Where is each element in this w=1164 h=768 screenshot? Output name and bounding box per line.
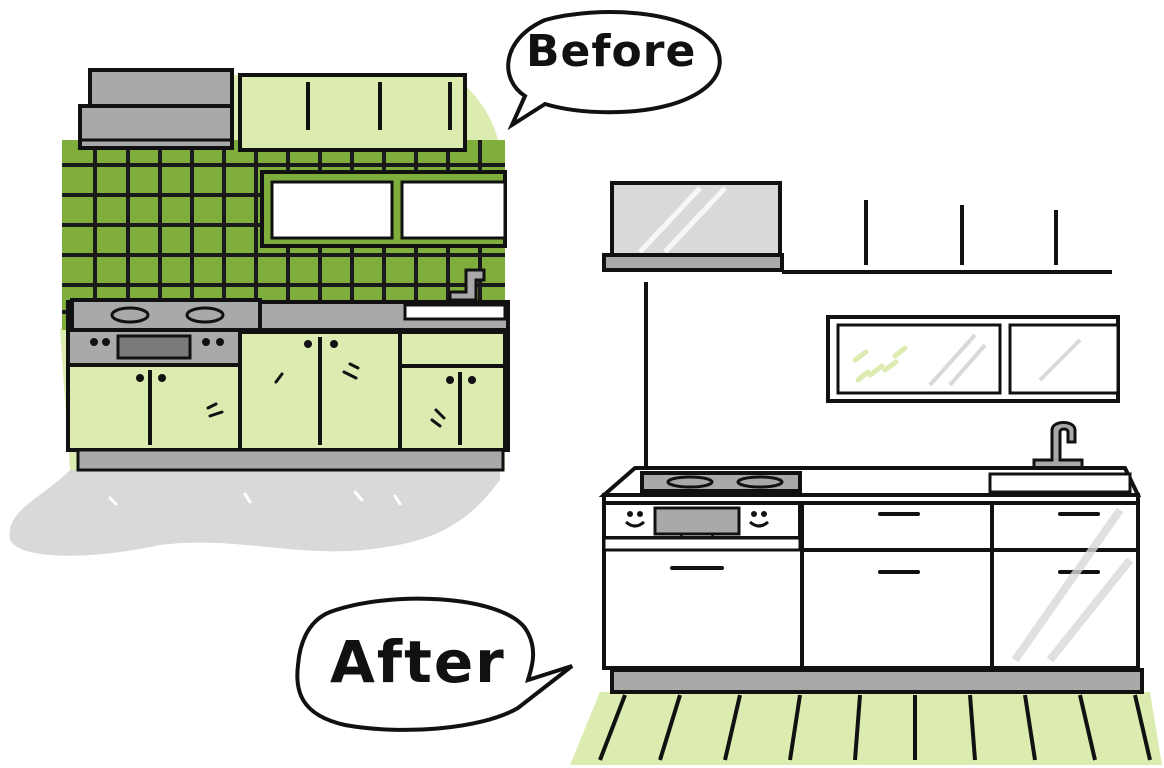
after-window [826,315,1120,403]
before-kitchen [9,68,510,556]
after-plinth [610,668,1144,694]
before-floor-shadow [9,470,500,556]
after-kitchen [570,181,1162,765]
before-plinth [76,448,505,472]
before-window [260,170,507,248]
before-range-hood [88,68,234,108]
after-cooktop [640,471,802,493]
before-stove-top [70,298,262,332]
after-speech-bubble [295,596,574,732]
before-upper-cabinet [238,73,467,152]
after-sink [988,472,1132,494]
before-speech-bubble [506,10,722,131]
after-floor [570,692,1162,765]
after-faucet [1032,421,1084,474]
